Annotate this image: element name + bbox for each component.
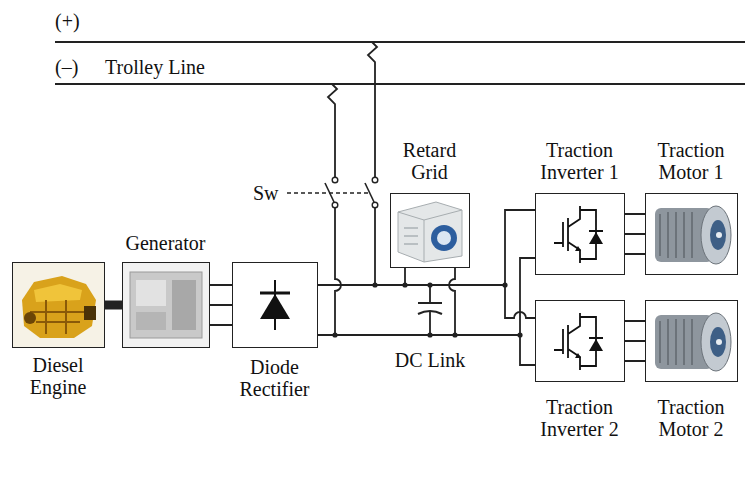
motor-shaft — [716, 232, 722, 238]
igbt-symbol — [554, 206, 603, 263]
igbt-arrow — [575, 246, 581, 251]
component-label: Traction Motor 2 — [641, 396, 741, 440]
component-label: Traction Motor 1 — [641, 139, 741, 183]
component-box: Traction Inverter 2 — [535, 300, 625, 382]
motor-end — [701, 206, 731, 264]
trolley-line-negative — [55, 83, 745, 85]
wire-connector — [105, 305, 122, 306]
capacitor-plate — [418, 302, 442, 304]
picture-ground — [13, 263, 104, 347]
retard-grid-picture — [391, 194, 469, 267]
generator-body — [130, 272, 202, 338]
component-label: Traction Inverter 2 — [530, 396, 630, 440]
diagram-label: Sw — [253, 182, 279, 204]
wire-connector — [625, 214, 645, 254]
motor-fins — [660, 212, 692, 258]
generator-detail — [172, 280, 196, 330]
motor-shaft — [716, 339, 722, 345]
switch-contact — [372, 202, 378, 208]
igbt-lines — [554, 206, 596, 263]
switch-wire — [374, 207, 376, 285]
wire-path — [105, 301, 122, 310]
diesel-engine-picture — [13, 263, 104, 347]
switch-contact — [332, 202, 338, 208]
motor-shaft-end — [710, 327, 726, 357]
engine-detail — [30, 300, 88, 334]
wire-path — [625, 214, 645, 254]
generator-detail — [136, 280, 166, 306]
diode-triangle — [589, 339, 603, 351]
wire-path — [210, 285, 232, 325]
switch-contact — [332, 177, 338, 183]
grid-fan — [431, 225, 457, 251]
motor-end — [701, 313, 731, 371]
diagram-label: DC Link — [395, 349, 466, 371]
grid-vent — [404, 228, 418, 244]
engine-flywheel — [84, 306, 96, 320]
component-box: Retard Grid — [390, 193, 470, 268]
engine-detail — [24, 312, 36, 324]
motor-picture — [655, 206, 731, 264]
switch-contact — [372, 177, 378, 183]
picture-ground — [123, 263, 209, 347]
component-box: Diesel Engine — [12, 262, 105, 348]
capacitor-plate — [418, 311, 442, 314]
wire-connector — [210, 285, 232, 325]
component-label: Diesel Engine — [13, 354, 103, 398]
picture-ground — [391, 194, 469, 267]
component-box: Traction Motor 1 — [645, 193, 738, 275]
diode-bar — [589, 230, 603, 232]
grid-edge — [398, 210, 462, 262]
wire-connector — [318, 210, 535, 335]
component-label: Generator — [106, 232, 226, 254]
component-box: Diode Rectifier — [232, 262, 318, 348]
component-box: Generator — [122, 262, 210, 348]
generator-picture — [123, 263, 209, 347]
diode-symbol — [260, 280, 290, 330]
grid-fan-hub — [437, 231, 451, 245]
trolley-line-positive — [55, 41, 745, 43]
igbt-symbol — [554, 313, 603, 370]
junction-dots — [332, 282, 522, 337]
component-label: Diode Rectifier — [225, 356, 325, 400]
motor-shaft-end — [710, 220, 726, 250]
engine-body — [22, 276, 96, 338]
diode-triangle — [260, 294, 290, 319]
pantograph — [368, 42, 377, 177]
diode-bar — [260, 292, 290, 295]
igbt-lines — [554, 313, 596, 370]
diagram-label: (+) — [55, 10, 80, 32]
motor-picture — [655, 313, 731, 371]
generator-detail — [136, 312, 166, 330]
wire-path — [318, 268, 455, 335]
igbt-arrow — [575, 353, 581, 358]
motor-fins — [660, 319, 692, 365]
component-label: Retard Grid — [390, 139, 470, 183]
wire-connector — [625, 321, 645, 361]
diagram-label: Trolley Line — [105, 56, 205, 78]
component-box: Traction Inverter 1 — [535, 193, 625, 275]
component-label: Traction Inverter 1 — [530, 139, 630, 183]
switch-linkage — [287, 192, 370, 193]
diagram-label: (–) — [55, 56, 78, 78]
switch-wire — [335, 207, 341, 335]
engine-highlight — [34, 284, 82, 302]
wire-connector — [318, 268, 455, 335]
grid-housing — [398, 202, 462, 262]
wire-path — [318, 210, 535, 335]
diode-triangle — [589, 232, 603, 244]
wire-path — [625, 321, 645, 361]
pantograph — [328, 84, 337, 177]
component-box: Traction Motor 2 — [645, 300, 738, 382]
diode-bar — [589, 337, 603, 339]
